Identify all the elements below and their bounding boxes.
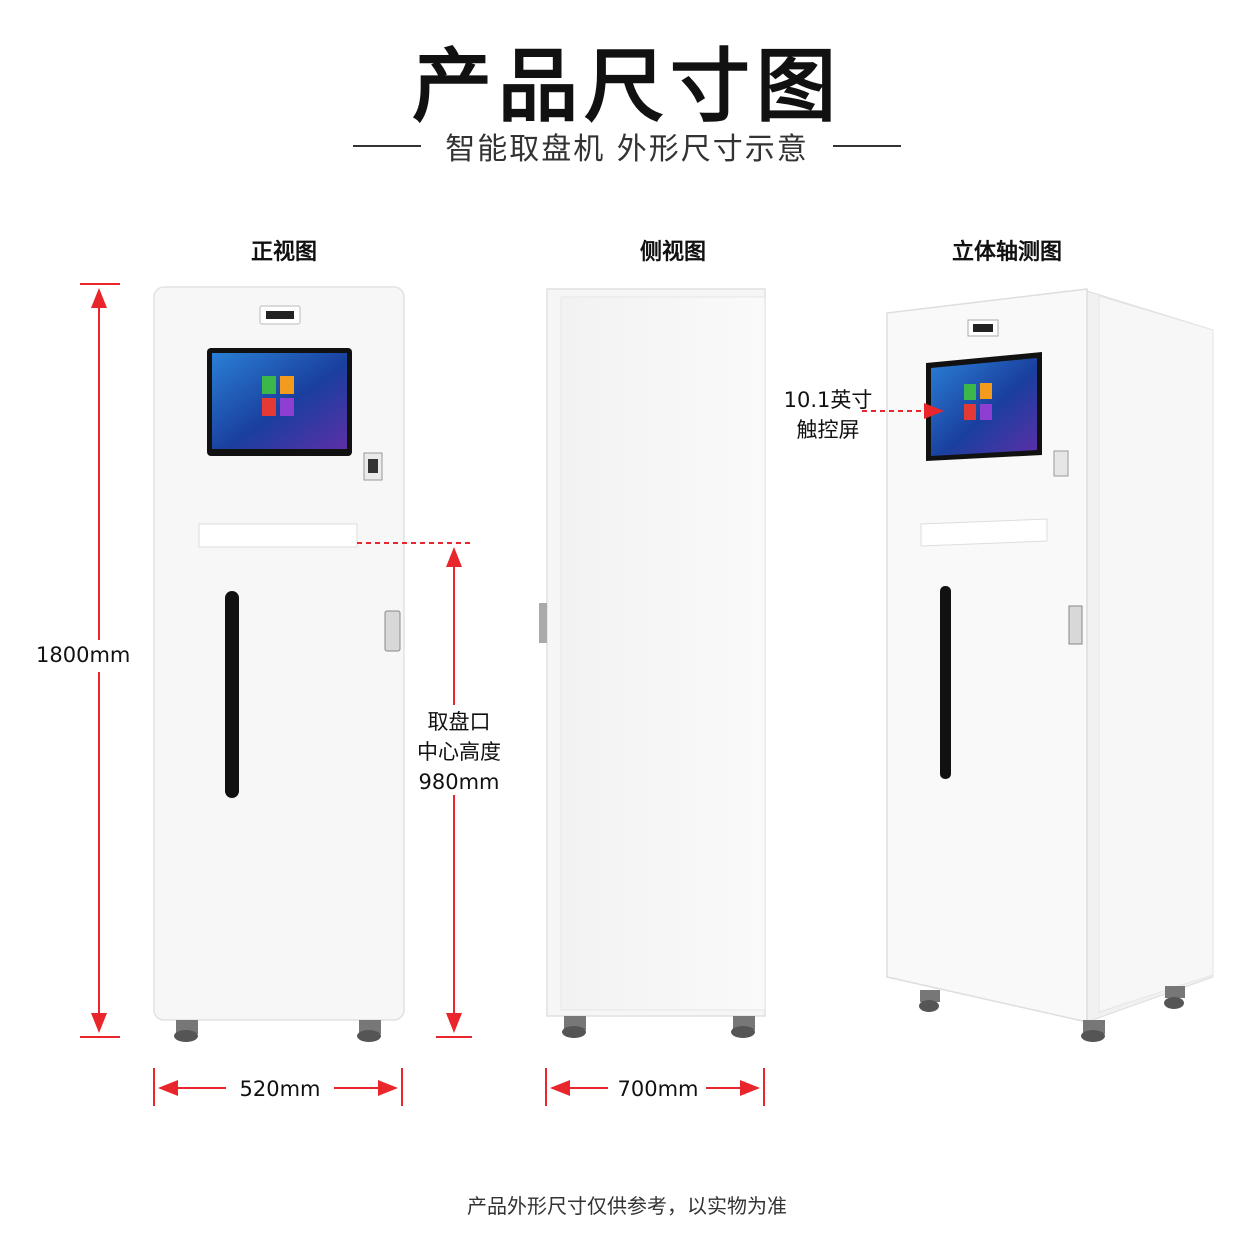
depth-dimension [545, 1068, 765, 1106]
slot-height-dimension [357, 542, 473, 1038]
side-view-label: 侧视图 [639, 240, 706, 265]
footer-note: 产品外形尺寸仅供参考，以实物为准 [467, 1194, 787, 1218]
screen-label-line1: 10.1英寸 [783, 388, 873, 412]
slot-label-line3: 980mm [418, 770, 500, 794]
height-dimension [80, 283, 120, 1038]
page-title: 产品尺寸图 [412, 40, 842, 133]
iso-cabinet [886, 288, 1214, 1042]
width-dimension [153, 1068, 403, 1106]
height-label: 1800mm [36, 643, 131, 667]
subtitle-left-rule [353, 145, 422, 147]
front-view-label: 正视图 [250, 240, 317, 265]
subtitle-right-rule [832, 145, 901, 147]
front-cabinet [153, 286, 405, 1042]
subtitle: 智能取盘机 外形尺寸示意 [445, 132, 809, 167]
iso-view-label: 立体轴测图 [951, 240, 1062, 265]
screen-label: 10.1英寸 触控屏 [780, 385, 876, 445]
depth-label: 700mm [617, 1077, 699, 1101]
width-label: 520mm [239, 1077, 321, 1101]
slot-label-line1: 取盘口 [427, 710, 491, 734]
subtitle-row: 智能取盘机 外形尺寸示意 [0, 124, 1254, 168]
slot-height-label: 取盘口 中心高度 980mm [412, 707, 506, 797]
slot-label-line2: 中心高度 [417, 740, 501, 764]
side-cabinet [539, 288, 766, 1038]
screen-label-line2: 触控屏 [796, 418, 860, 442]
